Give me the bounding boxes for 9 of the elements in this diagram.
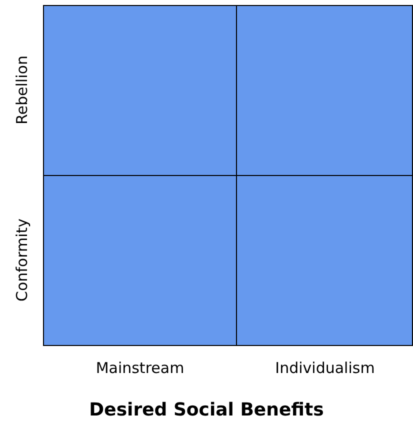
- category-label: Individualism: [275, 359, 375, 377]
- matrix-quadrant: [236, 5, 413, 176]
- matrix-quadrant: [236, 175, 413, 346]
- category-label: Mainstream: [96, 359, 184, 377]
- matrix-quadrant: [43, 175, 237, 346]
- axis-label: Conformity: [13, 218, 31, 302]
- axis-label: Rebellion: [13, 56, 31, 124]
- matrix-quadrant: [43, 5, 237, 176]
- axis-title: Desired Social Benefits: [89, 400, 324, 420]
